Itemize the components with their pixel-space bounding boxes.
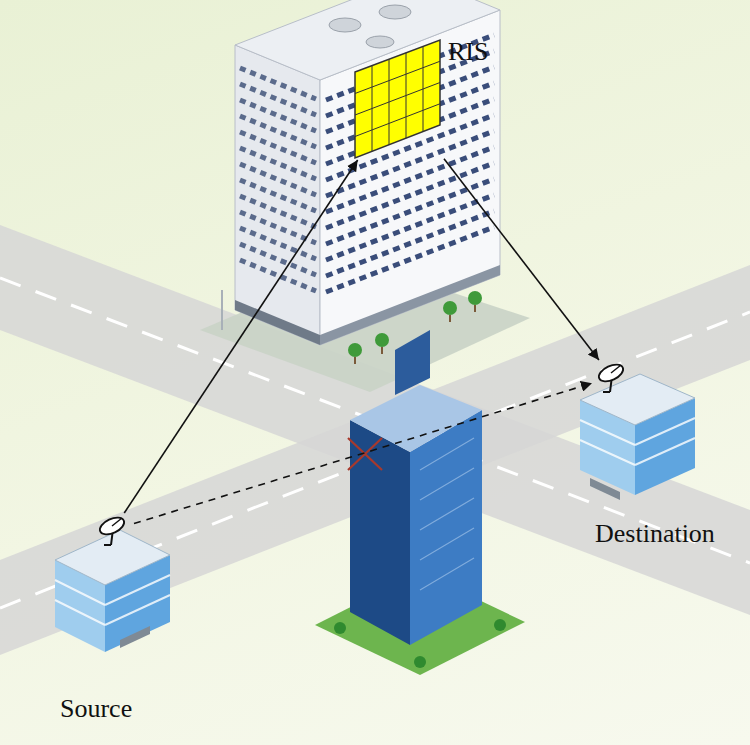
destination-building (580, 374, 695, 500)
dish-antenna (92, 513, 134, 547)
source-building (55, 530, 170, 652)
node-label: Destination (595, 520, 715, 549)
ris-grid (352, 38, 444, 160)
dish-feed (611, 365, 621, 373)
dish-reflector (596, 361, 625, 385)
blocked-mark (348, 438, 382, 470)
reflected-link (124, 160, 357, 513)
dish-base (104, 544, 111, 546)
node-label: Source (60, 695, 132, 724)
node-label: RIS (448, 38, 488, 67)
blocked-link (134, 383, 592, 523)
ris-grid-line (355, 104, 440, 137)
white-tower (200, 0, 530, 392)
ris-grid-line (355, 83, 440, 116)
dish-reflector (97, 514, 126, 538)
blue-tower (315, 330, 525, 675)
reflected-link (444, 159, 599, 360)
dish-base (603, 391, 610, 393)
dish-feed (112, 518, 122, 526)
dish-antenna (592, 360, 632, 394)
ris-panel: RIS (352, 38, 444, 160)
destination-antenna: Destination (592, 360, 632, 394)
ris-surface (355, 40, 440, 158)
source-antenna: Source (92, 513, 134, 547)
ris-grid-line (355, 61, 440, 93)
